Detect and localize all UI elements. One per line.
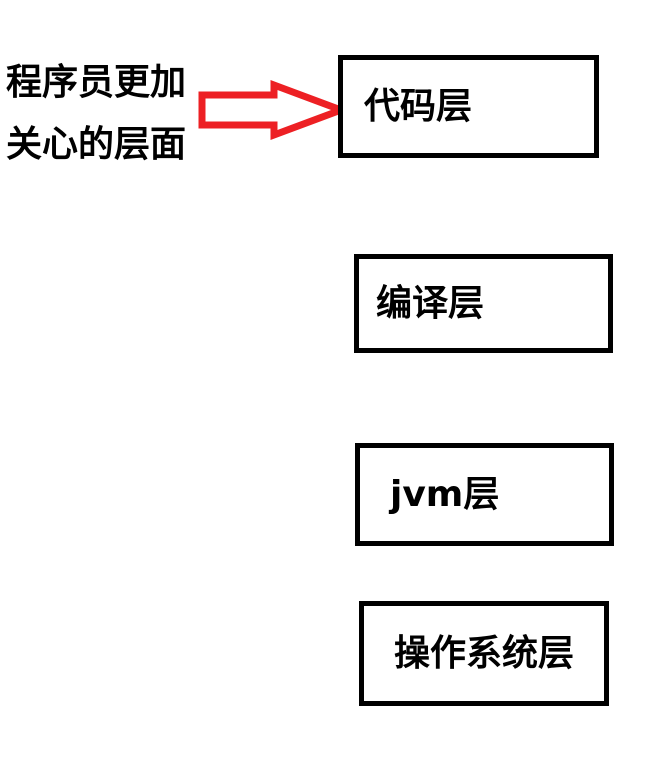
annotation-line-1: 程序员更加 (6, 62, 187, 103)
layer-label-code: 代码层 (364, 85, 473, 127)
layer-box-compile[interactable]: 编译层 (354, 254, 613, 353)
layer-label-os: 操作系统层 (393, 632, 574, 674)
annotation-label: 程序员更加 关心的层面 (6, 52, 216, 176)
layer-box-jvm[interactable]: jvm层 (355, 443, 614, 546)
annotation-line-2: 关心的层面 (6, 124, 187, 165)
layer-label-jvm: jvm层 (390, 473, 500, 515)
layer-label-compile: 编译层 (376, 282, 485, 324)
arrow-right-icon (196, 76, 352, 144)
layer-box-code[interactable]: 代码层 (338, 55, 599, 158)
layer-box-os[interactable]: 操作系统层 (359, 601, 609, 706)
